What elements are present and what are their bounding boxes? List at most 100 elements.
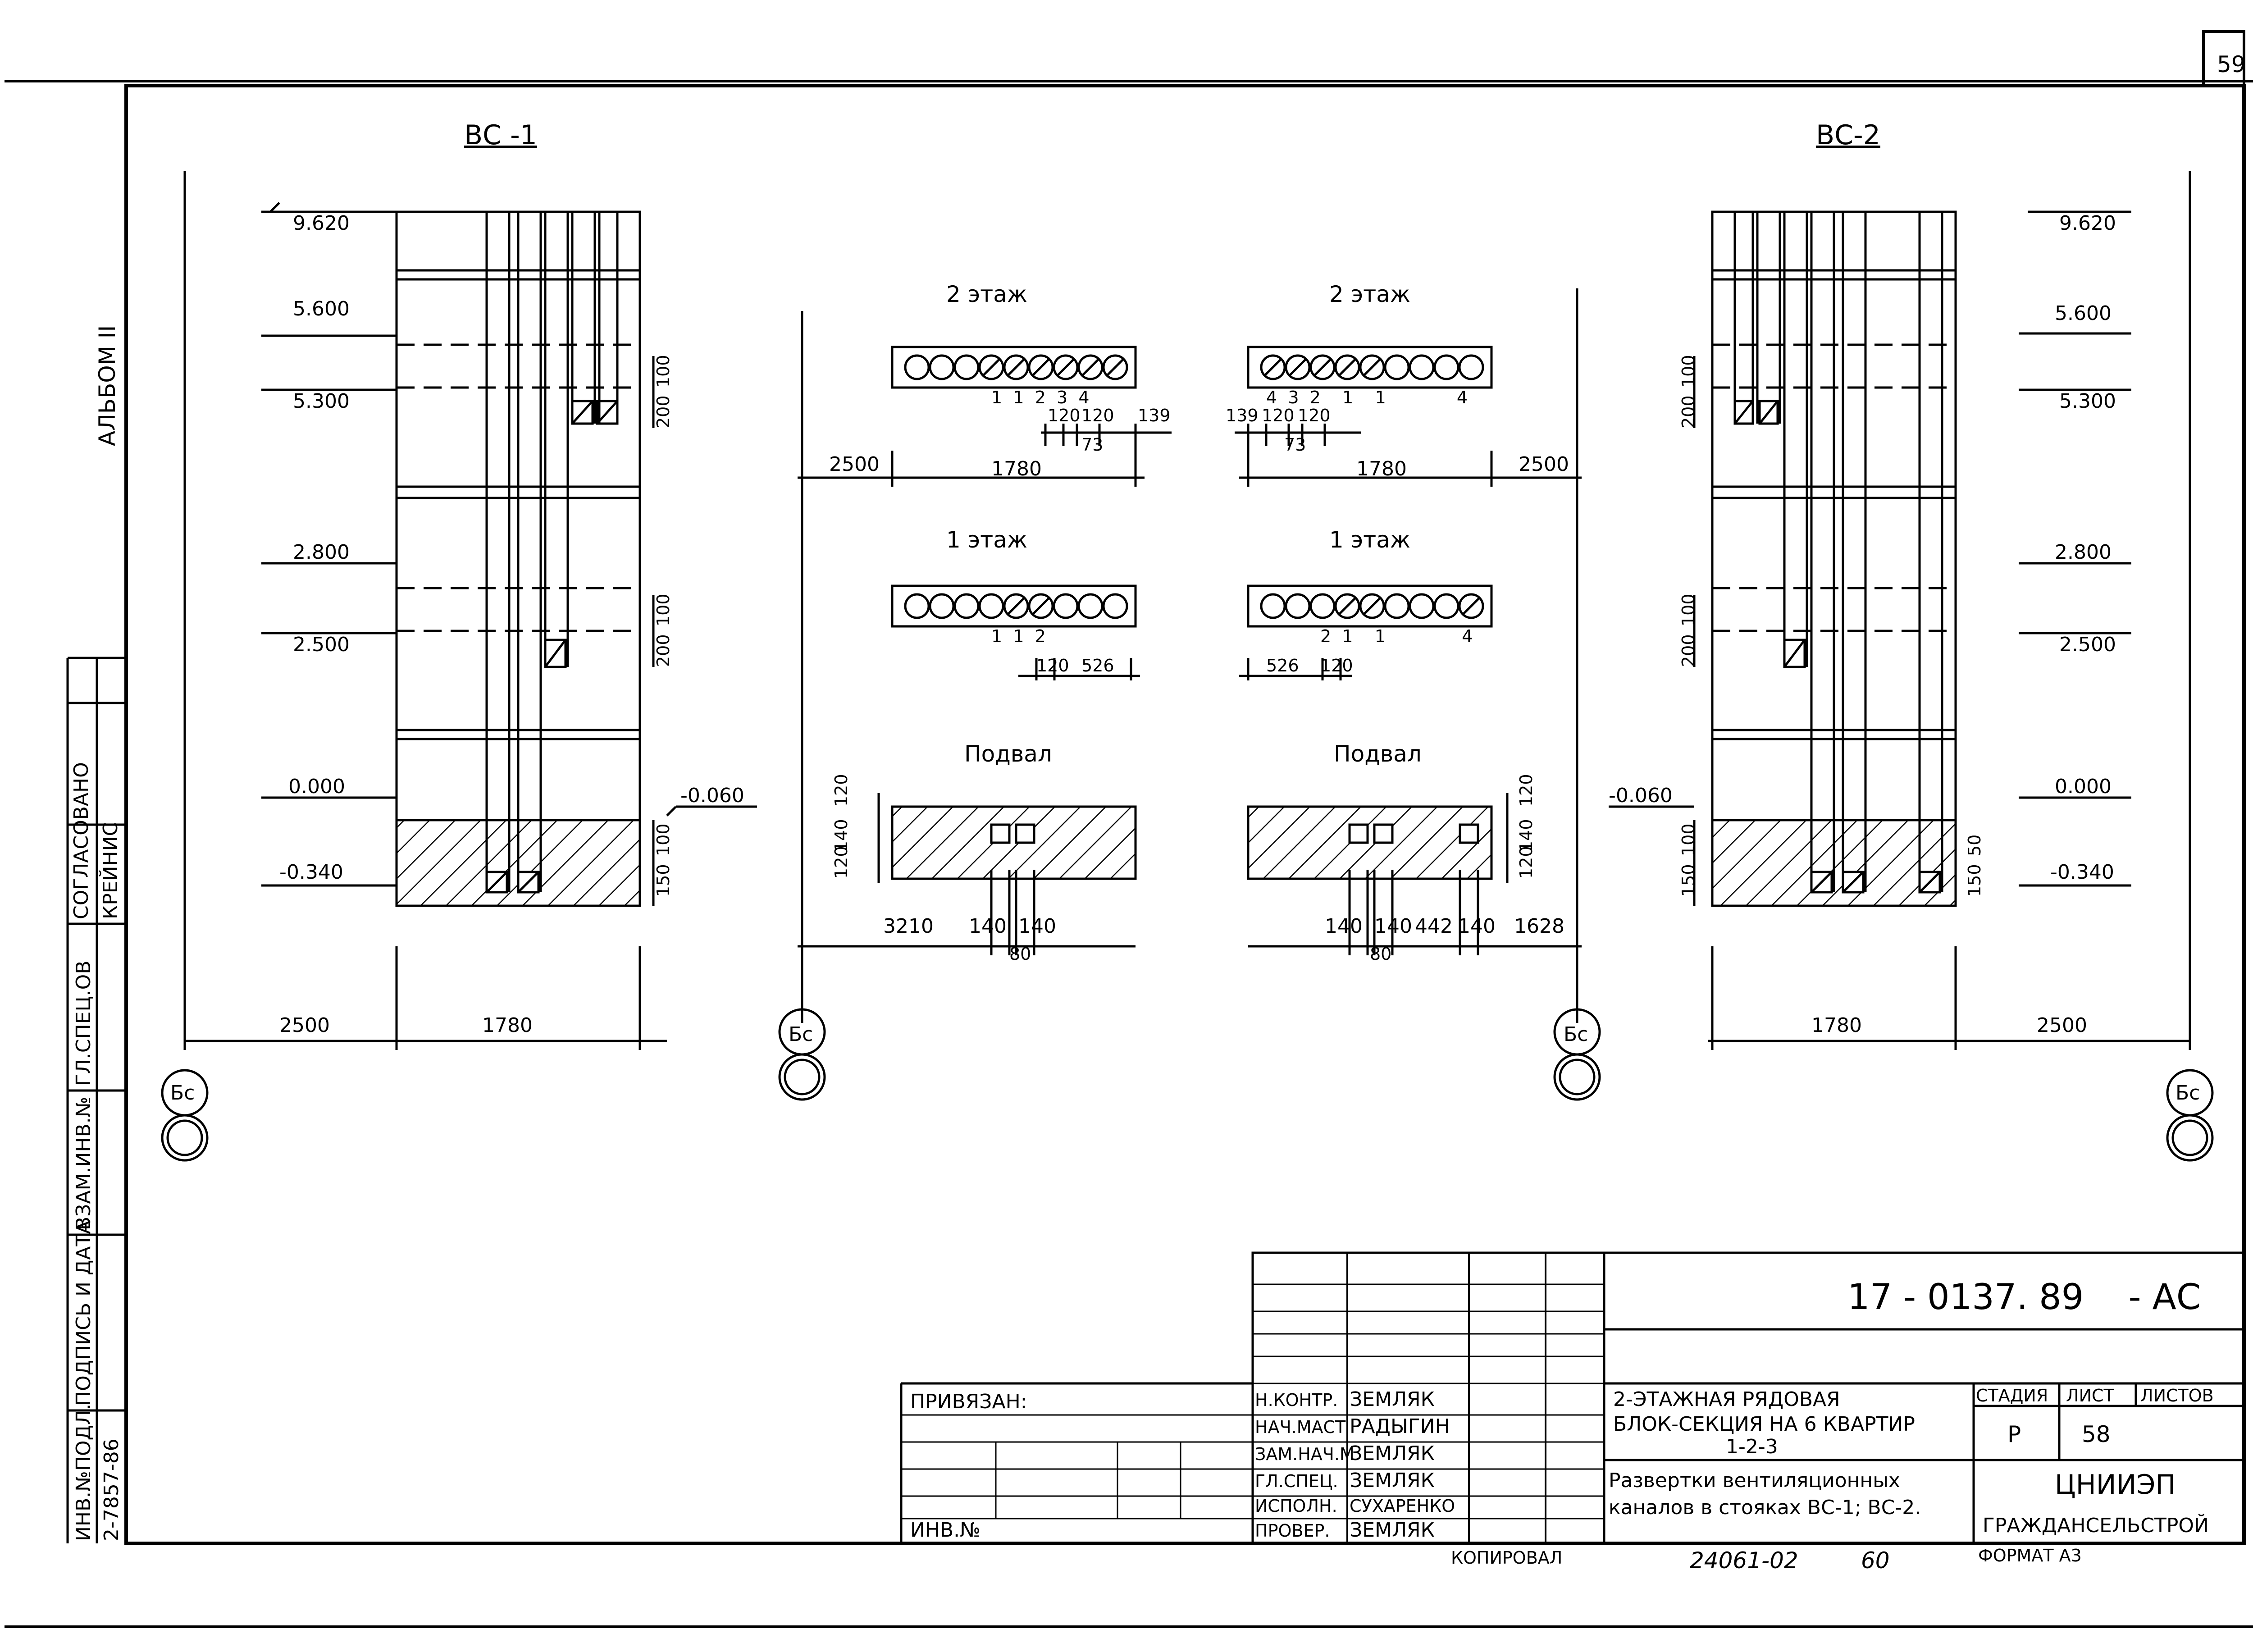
sheet-number: 58 — [2082, 1421, 2111, 1447]
vs2-dim-1780: 1780 — [1811, 1014, 1862, 1037]
vs2-level-5300: 5.300 — [2059, 390, 2116, 413]
vs2-axis-label: Бс — [2175, 1082, 2200, 1104]
right-base-dim-120b: 120 — [1516, 846, 1536, 879]
vs2-level-2800: 2.800 — [2055, 541, 2112, 564]
vs1-level-9620: 9.620 — [293, 212, 350, 235]
page-number: 59 — [2217, 51, 2246, 78]
left-f2-numbers: 1 1 2 3 4 — [991, 388, 1090, 407]
sign-date-label: ПОДПИСЬ И ДАТА — [72, 1221, 95, 1406]
vs2-level-0000: 0.000 — [2055, 775, 2112, 798]
format-label: ФОРМАТ А3 — [1978, 1546, 2082, 1565]
vs2-dim-50: 50 — [1965, 835, 1984, 856]
left-f1-dim-120: 120 — [1036, 656, 1069, 675]
project-line2: БЛОК-СЕКЦИЯ НА 6 КВАРТИР — [1613, 1413, 1915, 1436]
right-f1-dim-526: 526 — [1266, 656, 1299, 675]
replace-inv-label: ВЗАМ.ИНВ.№ — [72, 1097, 95, 1230]
vs2-level-m0060: -0.060 — [1609, 784, 1673, 807]
vs2-dim-200a: 200 — [1678, 395, 1698, 428]
vs1-texts: ВС -1 9.620 5.600 5.300 2.800 2.500 0.00… — [170, 119, 744, 1104]
vs2-level-9620: 9.620 — [2059, 212, 2116, 235]
left-floor2-channels — [904, 354, 1128, 380]
vs2-level-2500: 2.500 — [2059, 633, 2116, 656]
left-f2-dim-120a: 120 — [1048, 406, 1081, 425]
left-floor1-title: 1 этаж — [946, 527, 1027, 553]
order-number: 24061-02 — [1690, 1547, 1798, 1574]
vs2-dim-100b: 100 — [1678, 593, 1698, 626]
left-base-dim-120b: 120 — [831, 846, 851, 879]
right-plans — [1235, 288, 1582, 1023]
right-f2-dim-2500: 2500 — [1519, 453, 1569, 476]
left-f1-dim-526: 526 — [1081, 656, 1114, 675]
left-base-dim-3210: 3210 — [883, 915, 934, 938]
left-f1-numbers: 1 1 2 — [991, 626, 1046, 646]
copied-label: КОПИРОВАЛ — [1451, 1548, 1562, 1568]
left-strip-texts: АЛЬБОМ II СОГЛАСОВАНО ГЛ.СПЕЦ.ОВ КРЕЙНИС… — [70, 325, 123, 1541]
plan-texts: 2 этаж 2 этаж 1 этаж 1 этаж Подвал Подва… — [789, 281, 1588, 1046]
right-floor2-channels — [1260, 354, 1484, 380]
left-base-dim-140b: 140 — [1018, 915, 1056, 938]
vs2-level-5600: 5.600 — [2055, 302, 2112, 325]
role-5: ИСПОЛН. — [1255, 1496, 1337, 1516]
agreed-label: СОГЛАСОВАНО — [70, 762, 93, 919]
left-base-dim-80: 80 — [1009, 944, 1031, 964]
vs2-dim-100a: 100 — [1678, 355, 1698, 388]
org-name-2: ГРАЖДАНСЕЛЬСТРОЙ — [1983, 1513, 2209, 1537]
left-floor2-title: 2 этаж — [946, 281, 1027, 307]
vs1-level-2800: 2.800 — [293, 541, 350, 564]
vs1-dim-150: 150 — [653, 864, 673, 897]
name-2: РАДЫГИН — [1350, 1415, 1450, 1438]
vs1-title: ВС -1 — [464, 119, 537, 151]
left-plans — [798, 311, 1172, 1023]
left-base-dim-120a: 120 — [831, 774, 851, 807]
vs1-dim-200b: 200 — [653, 634, 673, 667]
album-label: АЛЬБОМ II — [94, 325, 120, 446]
vs1-level-5300: 5.300 — [293, 390, 350, 413]
name-5: СУХАРЕНКО — [1350, 1496, 1455, 1516]
org-name-1: ЦНИИЭП — [2055, 1469, 2175, 1501]
vs1-level-2500: 2.500 — [293, 633, 350, 656]
right-basement-title: Подвал — [1334, 741, 1422, 767]
vs1-level-5600: 5.600 — [293, 297, 350, 320]
right-f2-dim-139: 139 — [1226, 406, 1259, 425]
left-basement-title: Подвал — [964, 741, 1052, 767]
right-f2-dim-1780: 1780 — [1356, 457, 1407, 480]
vs2-elevation — [1609, 171, 2191, 1050]
vs2-dim-200b: 200 — [1678, 634, 1698, 667]
sheet-frame — [5, 30, 2253, 1628]
copy-count: 60 — [1861, 1547, 1890, 1574]
role-4: ГЛ.СПЕЦ. — [1255, 1471, 1338, 1491]
name-1: ЗЕМЛЯК — [1350, 1388, 1435, 1411]
role-3: ЗАМ.НАЧ.М — [1255, 1444, 1355, 1464]
vs2-title: ВС-2 — [1816, 119, 1880, 151]
sheets-label: ЛИСТОВ — [2140, 1386, 2214, 1406]
name-label: КРЕЙНИС — [98, 822, 122, 919]
document-code: 17 - 0137. 89 - АС — [1847, 1277, 2201, 1318]
right-base-dim-80: 80 — [1370, 944, 1391, 964]
left-base-dim-140a: 140 — [969, 915, 1007, 938]
vs1-level-m0060: -0.060 — [680, 784, 744, 807]
left-plan-axis-label: Бс — [789, 1023, 813, 1046]
bound-label: ПРИВЯЗАН: — [910, 1390, 1027, 1413]
right-base-dim-140c: 140 — [1458, 915, 1496, 938]
sheet-title-line2: каналов в стояках ВС-1; ВС-2. — [1609, 1496, 1921, 1519]
name-3: ЗЕМЛЯК — [1350, 1442, 1435, 1465]
title-block — [900, 1251, 2245, 1545]
vs2-dim-150b: 150 — [1965, 864, 1984, 897]
vs1-dim-200a: 200 — [653, 395, 673, 428]
inv-no-label: ИНВ.№ — [910, 1519, 981, 1542]
name-4: ЗЕМЛЯК — [1350, 1469, 1435, 1492]
vs1-dim-100b: 100 — [653, 593, 673, 626]
role-2: НАЧ.МАСТ — [1255, 1417, 1346, 1437]
sheet-title-line1: Развертки вентиляционных — [1609, 1469, 1900, 1492]
role-1: Н.КОНТР. — [1255, 1390, 1338, 1410]
left-approval-strip — [66, 657, 126, 1543]
left-floor1-channels — [904, 593, 1128, 619]
stage-label: СТАДИЯ — [1976, 1386, 2048, 1406]
right-base-dim-140: 140 — [1516, 819, 1536, 852]
project-line1: 2-ЭТАЖНАЯ РЯДОВАЯ — [1613, 1388, 1840, 1411]
right-floor2-title: 2 этаж — [1329, 281, 1410, 307]
vs1-level-m0340: -0.340 — [279, 861, 343, 884]
dept-label: ГЛ.СПЕЦ.ОВ — [72, 961, 95, 1086]
right-f2-dim-73: 73 — [1284, 435, 1306, 455]
